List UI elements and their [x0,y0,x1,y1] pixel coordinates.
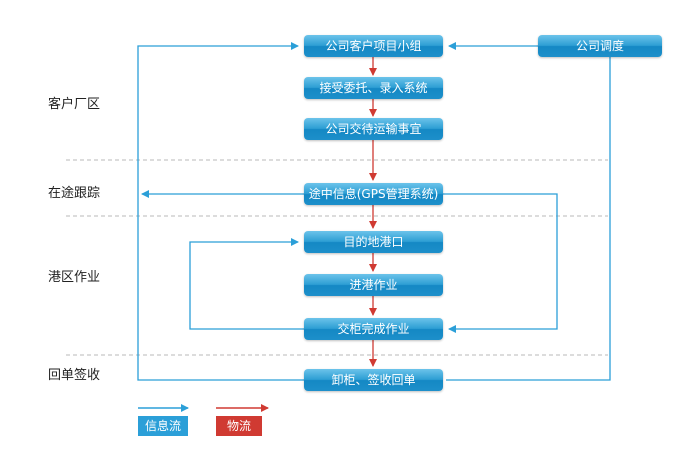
phase-label-receipt-sign: 回单签收 [48,368,101,383]
info-flow-lines [137,42,611,381]
info-flow-dispatch-to-unload [446,57,611,381]
node-transport-arrangement[interactable]: 公司交待运输事宜 [304,118,443,140]
node-company-dispatch[interactable]: 公司调度 [538,35,662,57]
phase-label-in-transit: 在途跟踪 [48,186,101,201]
node-destination-port[interactable]: 目的地港口 [304,231,443,253]
legend-material-flow-label: 物流 [216,416,262,436]
node-project-team[interactable]: 公司客户项目小组 [304,35,443,57]
info-flow-container-to-port [189,238,304,330]
node-enter-port[interactable]: 进港作业 [304,274,443,296]
node-accept-order[interactable]: 接受委托、录入系统 [304,77,443,99]
info-flow-return-loop [137,42,304,381]
node-container-complete[interactable]: 交柜完成作业 [304,318,443,340]
info-flow-gps-to-container [443,193,558,333]
phase-label-port-operations: 港区作业 [48,270,101,285]
phase-label-customer-site: 客户厂区 [48,97,101,112]
phase-dividers [66,159,608,356]
node-unload-sign-receipt[interactable]: 卸柜、签收回单 [304,369,443,391]
legend-info-flow-label: 信息流 [138,416,188,436]
node-in-transit-gps[interactable]: 途中信息(GPS管理系统) [304,183,443,205]
